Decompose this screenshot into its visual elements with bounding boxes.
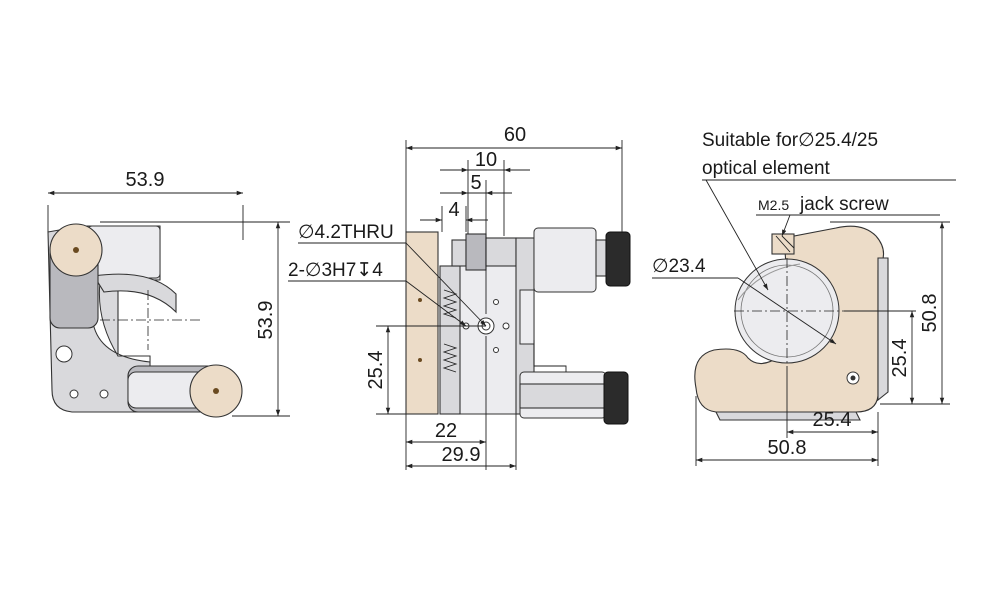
left-height-value: 53.9 — [255, 301, 277, 340]
left-width-value: 53.9 — [126, 169, 165, 191]
middle-dim-10-value: 10 — [475, 149, 497, 171]
right-note: Suitable for∅25.4/25 optical element — [702, 130, 956, 291]
middle-dim-4-value: 4 — [448, 199, 459, 221]
spring-top — [442, 289, 458, 319]
middle-height-value: 25.4 — [365, 351, 387, 390]
middle-height-dimension: 25.4 — [365, 325, 486, 415]
middle-dim-4: 4 — [420, 199, 488, 232]
callout-thru-hole: ∅4.2THRU — [298, 222, 394, 243]
left-height-dimension: 53.9 — [100, 221, 290, 417]
left-view-mount — [47, 223, 243, 418]
middle-dim-5: 5 — [440, 172, 512, 314]
middle-overall-value: 60 — [504, 124, 526, 146]
right-height-25-4-value: 25.4 — [889, 339, 911, 378]
spring-bottom — [442, 343, 458, 373]
callout-pin-holes: 2-∅3H7↧4 — [288, 260, 383, 281]
right-width-25-4-value: 25.4 — [813, 409, 852, 431]
right-height-dimensions: 50.8 25.4 — [830, 221, 950, 405]
right-height-50-8-value: 50.8 — [919, 294, 941, 333]
right-view-mount — [694, 225, 889, 421]
middle-dim-5-value: 5 — [470, 172, 481, 194]
hole-callouts: ∅4.2THRU 2-∅3H7↧4 — [288, 222, 487, 327]
aperture-dimension: ∅23.4 — [652, 256, 837, 345]
aperture-value: ∅23.4 — [652, 256, 706, 277]
middle-overall-dimension: 60 — [405, 124, 623, 232]
note-line-1: Suitable for∅25.4/25 — [702, 130, 878, 151]
right-width-dimensions: 25.4 50.8 — [695, 366, 879, 466]
screw-label-text: jack screw — [799, 194, 889, 215]
screw-size-text: M2.5 — [758, 197, 789, 213]
middle-bottom-dimensions: 22 29.9 — [405, 336, 517, 470]
middle-dim-10: 10 — [440, 149, 530, 236]
bottom-dim-22-value: 22 — [435, 420, 457, 442]
middle-view-mount — [405, 227, 631, 425]
note-line-2: optical element — [702, 158, 831, 179]
left-width-dimension: 53.9 — [47, 169, 244, 240]
jack-screw-label: M2.5 jack screw — [756, 194, 940, 237]
right-width-50-8-value: 50.8 — [768, 437, 807, 459]
bottom-dim-29-9-value: 29.9 — [442, 444, 481, 466]
